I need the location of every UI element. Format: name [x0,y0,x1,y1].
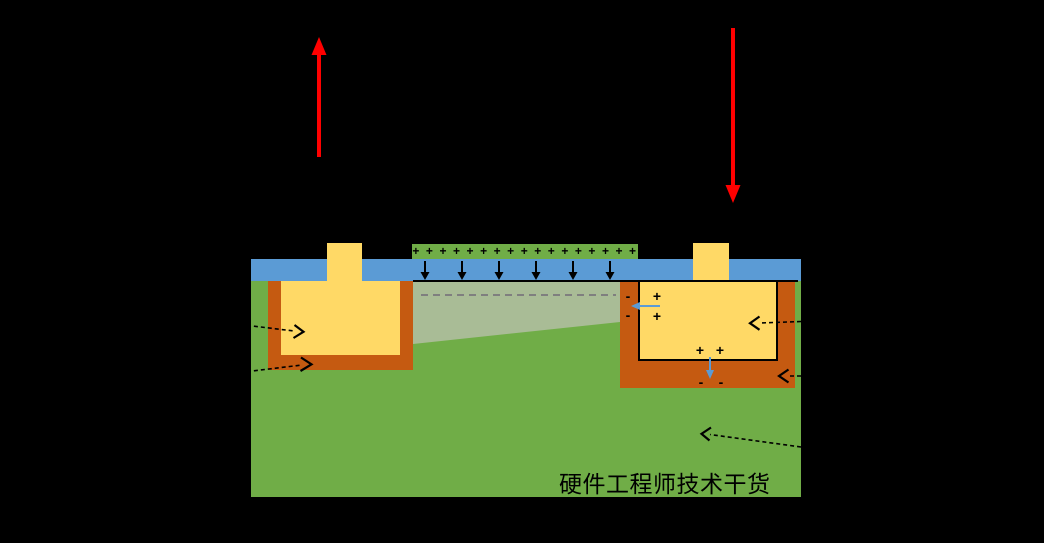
red-up-arrow-icon [311,37,327,157]
right-contact [693,243,729,281]
charged-gate-bar: + + + + + + + + + + + + + + + + + [412,244,640,259]
junction-minus-charge: - [718,374,724,390]
junction-plus-charge: + [715,342,725,358]
left-diffusion-region [281,281,400,355]
watermark-text: 硬件工程师技术干货 [559,471,771,497]
junction-minus-charge: - [625,307,631,323]
junction-minus-charge: - [698,374,704,390]
junction-plus-charge: + [652,288,662,304]
junction-plus-charge: + [695,342,705,358]
red-down-arrow-icon [725,28,741,203]
oxide-layer [251,259,801,281]
left-contact [327,243,362,281]
junction-minus-charge: - [625,288,631,304]
junction-plus-charge: + [652,308,662,324]
